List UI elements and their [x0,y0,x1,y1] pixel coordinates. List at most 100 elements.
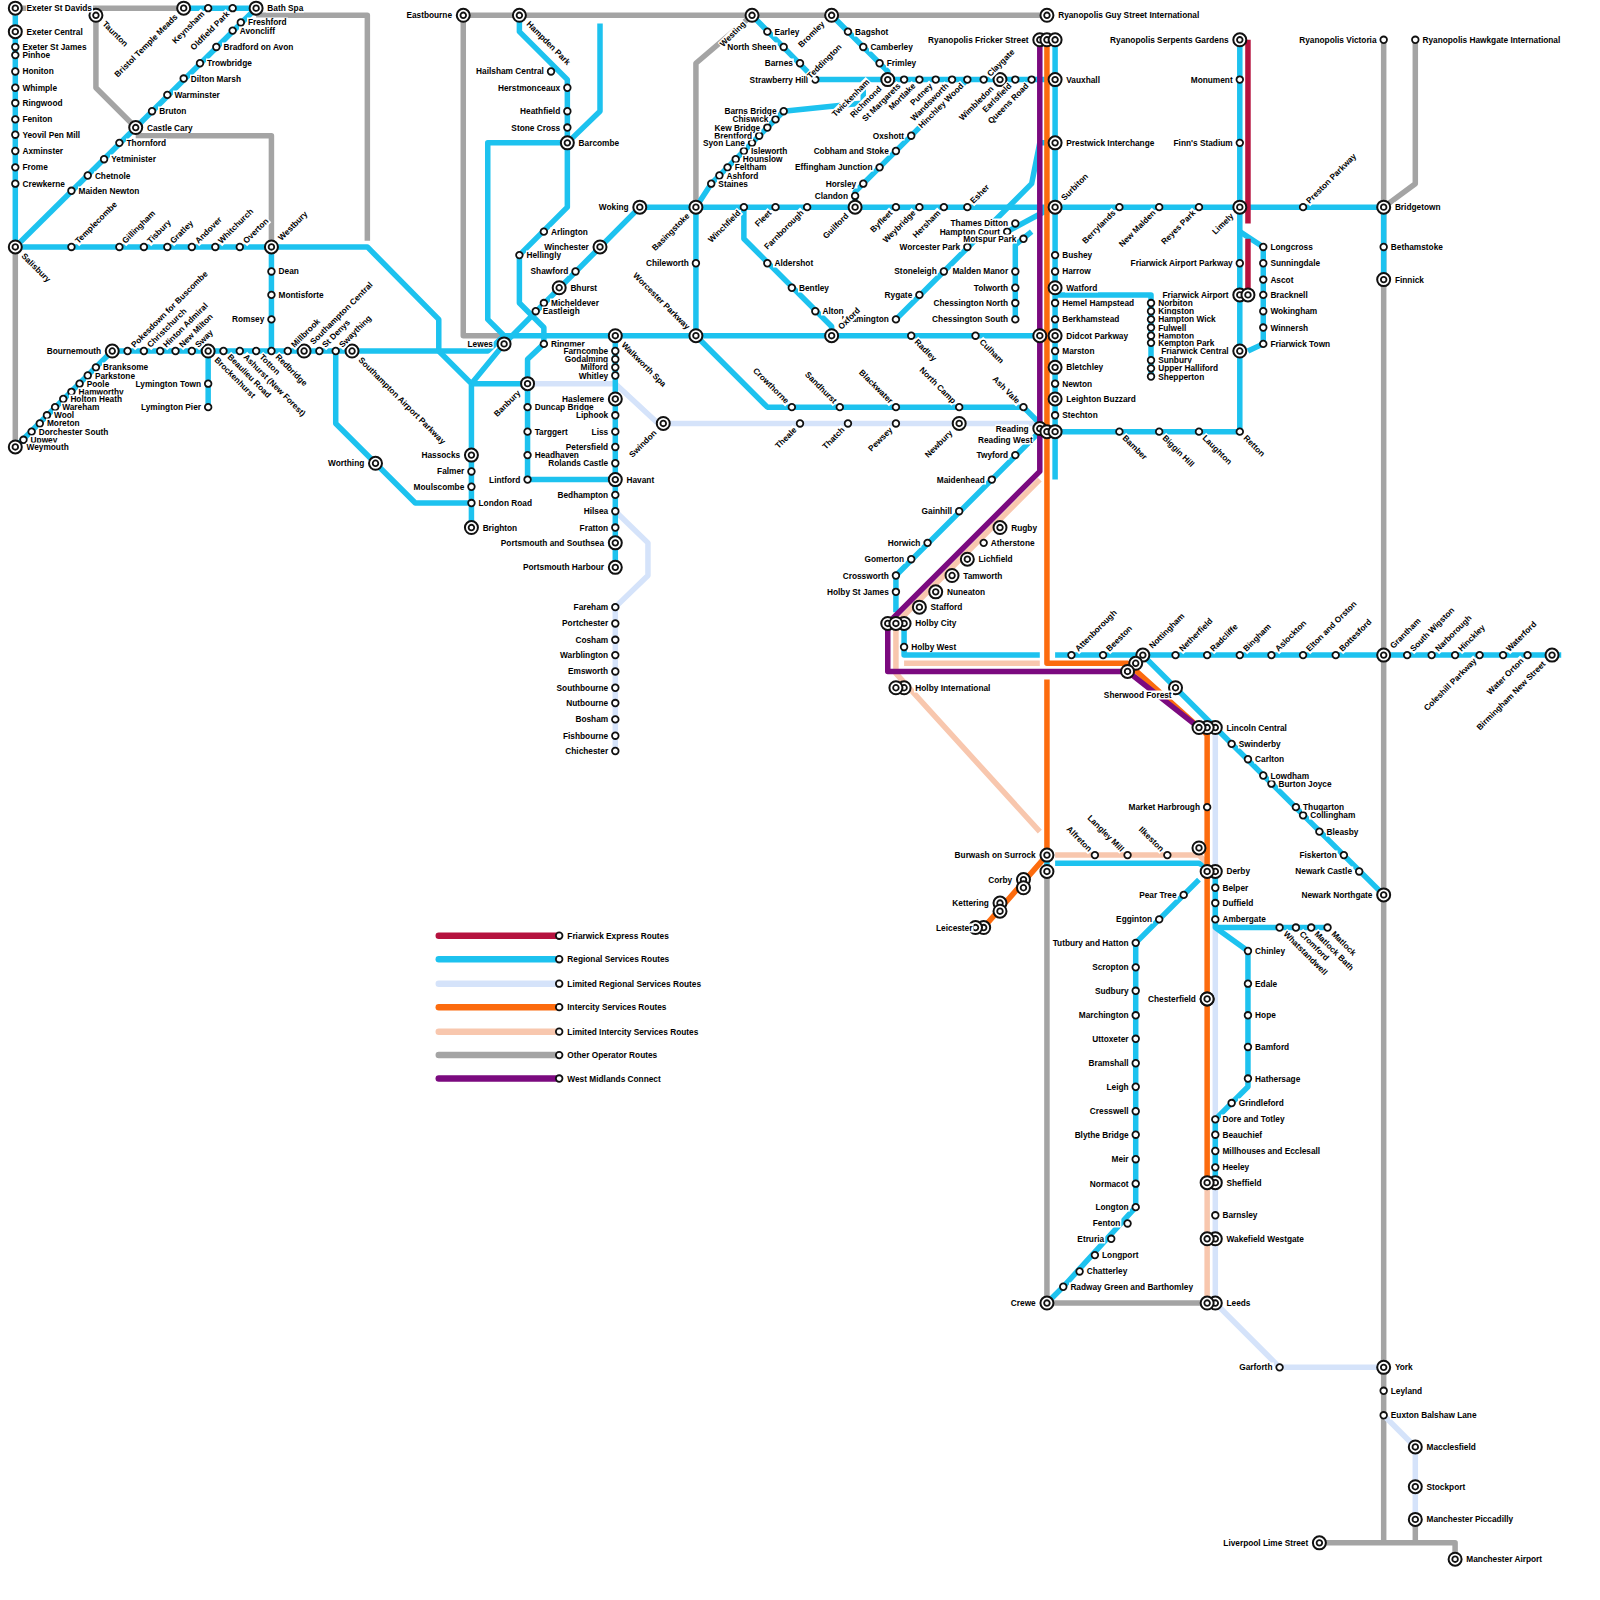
marker-ring [860,44,867,51]
marker-ring [893,204,900,211]
marker-ring [532,308,539,315]
station-marker [52,404,59,411]
station-label: Lichfield [978,555,1014,564]
marker-ring [1380,1412,1387,1419]
marker-ring [238,19,245,26]
station-label: Rugby [1010,523,1038,532]
marker-ring [1033,329,1046,342]
marker-ring [994,521,1007,534]
station-label: Macclesfield [1426,1442,1477,1451]
marker-core [1204,869,1210,875]
station-label: Wokingham [1269,307,1318,316]
station-marker [1116,204,1123,211]
station-marker [524,404,531,411]
station-marker [1132,1108,1139,1115]
station-label: Swinderby [1238,739,1282,748]
marker-ring [1404,652,1411,659]
marker-ring [44,412,51,419]
station-marker [612,748,619,755]
marker-ring [612,444,619,451]
station-marker [202,345,215,358]
station-label: Meir [1111,1155,1130,1164]
station-marker [1049,392,1062,405]
marker-ring [205,380,212,387]
marker-ring [157,348,164,355]
station-marker [238,19,245,26]
station-label: Dore and Totley [1221,1115,1285,1124]
marker-core [1052,37,1058,43]
station-label: Feniton [21,115,53,124]
marker-core [997,77,1003,83]
marker-ring [956,404,963,411]
station-marker [1148,365,1155,372]
marker-core [1052,429,1058,435]
marker-ring [9,2,22,15]
route-line [984,680,1047,928]
station-marker [1132,964,1139,971]
station-marker [657,417,670,430]
station-marker [68,188,75,195]
station-marker [1356,868,1363,875]
marker-ring [84,372,91,379]
station-marker [964,76,971,83]
marker-ring [1293,804,1300,811]
station-marker [157,348,164,355]
station-label: Maiden Newton [78,186,141,195]
station-label: Chessington South [931,315,1009,324]
station-marker [1049,281,1062,294]
marker-ring [12,68,19,75]
station-marker [1049,73,1062,86]
marker-ring [498,337,511,350]
station-marker [9,240,22,253]
station-marker [220,348,227,355]
station-label: Bethamstoke [1390,242,1444,251]
route-line [896,432,1040,613]
station-label: Bleasby [1326,827,1360,836]
station-marker [924,540,931,547]
marker-core [460,13,466,19]
station-marker [1049,33,1062,46]
marker-core [1204,1300,1210,1306]
station-label: Radway Green and Barthomley [1069,1282,1194,1291]
marker-ring [1241,288,1254,301]
station-label: Radley [912,337,939,364]
station-label: Waterford [1504,619,1539,654]
station-marker [265,240,278,253]
station-marker [804,204,811,211]
station-marker [797,60,804,67]
marker-ring [693,260,700,267]
station-marker [84,372,91,379]
station-marker [93,364,100,371]
route-line [1215,728,1383,1368]
station-label: Motspur Park [962,234,1017,243]
station-marker [229,27,236,34]
marker-core [1452,1556,1458,1562]
marker-ring [1049,33,1062,46]
station-label: Falmer [436,467,465,476]
station-marker [1409,1513,1422,1526]
station-marker [1132,1204,1139,1211]
station-marker [1377,888,1390,901]
station-label: Etruria [1076,1234,1105,1243]
station-marker [889,681,902,694]
marker-ring [689,329,702,342]
station-marker [612,684,619,691]
marker-ring [1052,268,1059,275]
station-marker [609,536,622,549]
station-marker [893,572,900,579]
marker-ring [1121,665,1134,678]
station-label: Cosham [574,635,609,644]
marker-ring [12,148,19,155]
station-label: Liverpool Lime Street [1222,1538,1309,1547]
station-marker [1172,652,1179,659]
station-label: Hailsham Central [475,67,545,76]
station-marker [60,396,67,403]
station-label: Fishbourne [562,731,609,740]
marker-ring [1233,33,1246,46]
station-marker [749,140,756,147]
marker-ring [513,9,526,22]
marker-ring [468,500,475,507]
legend-group [439,932,563,1081]
marker-ring [1260,276,1267,283]
marker-ring [852,193,859,200]
